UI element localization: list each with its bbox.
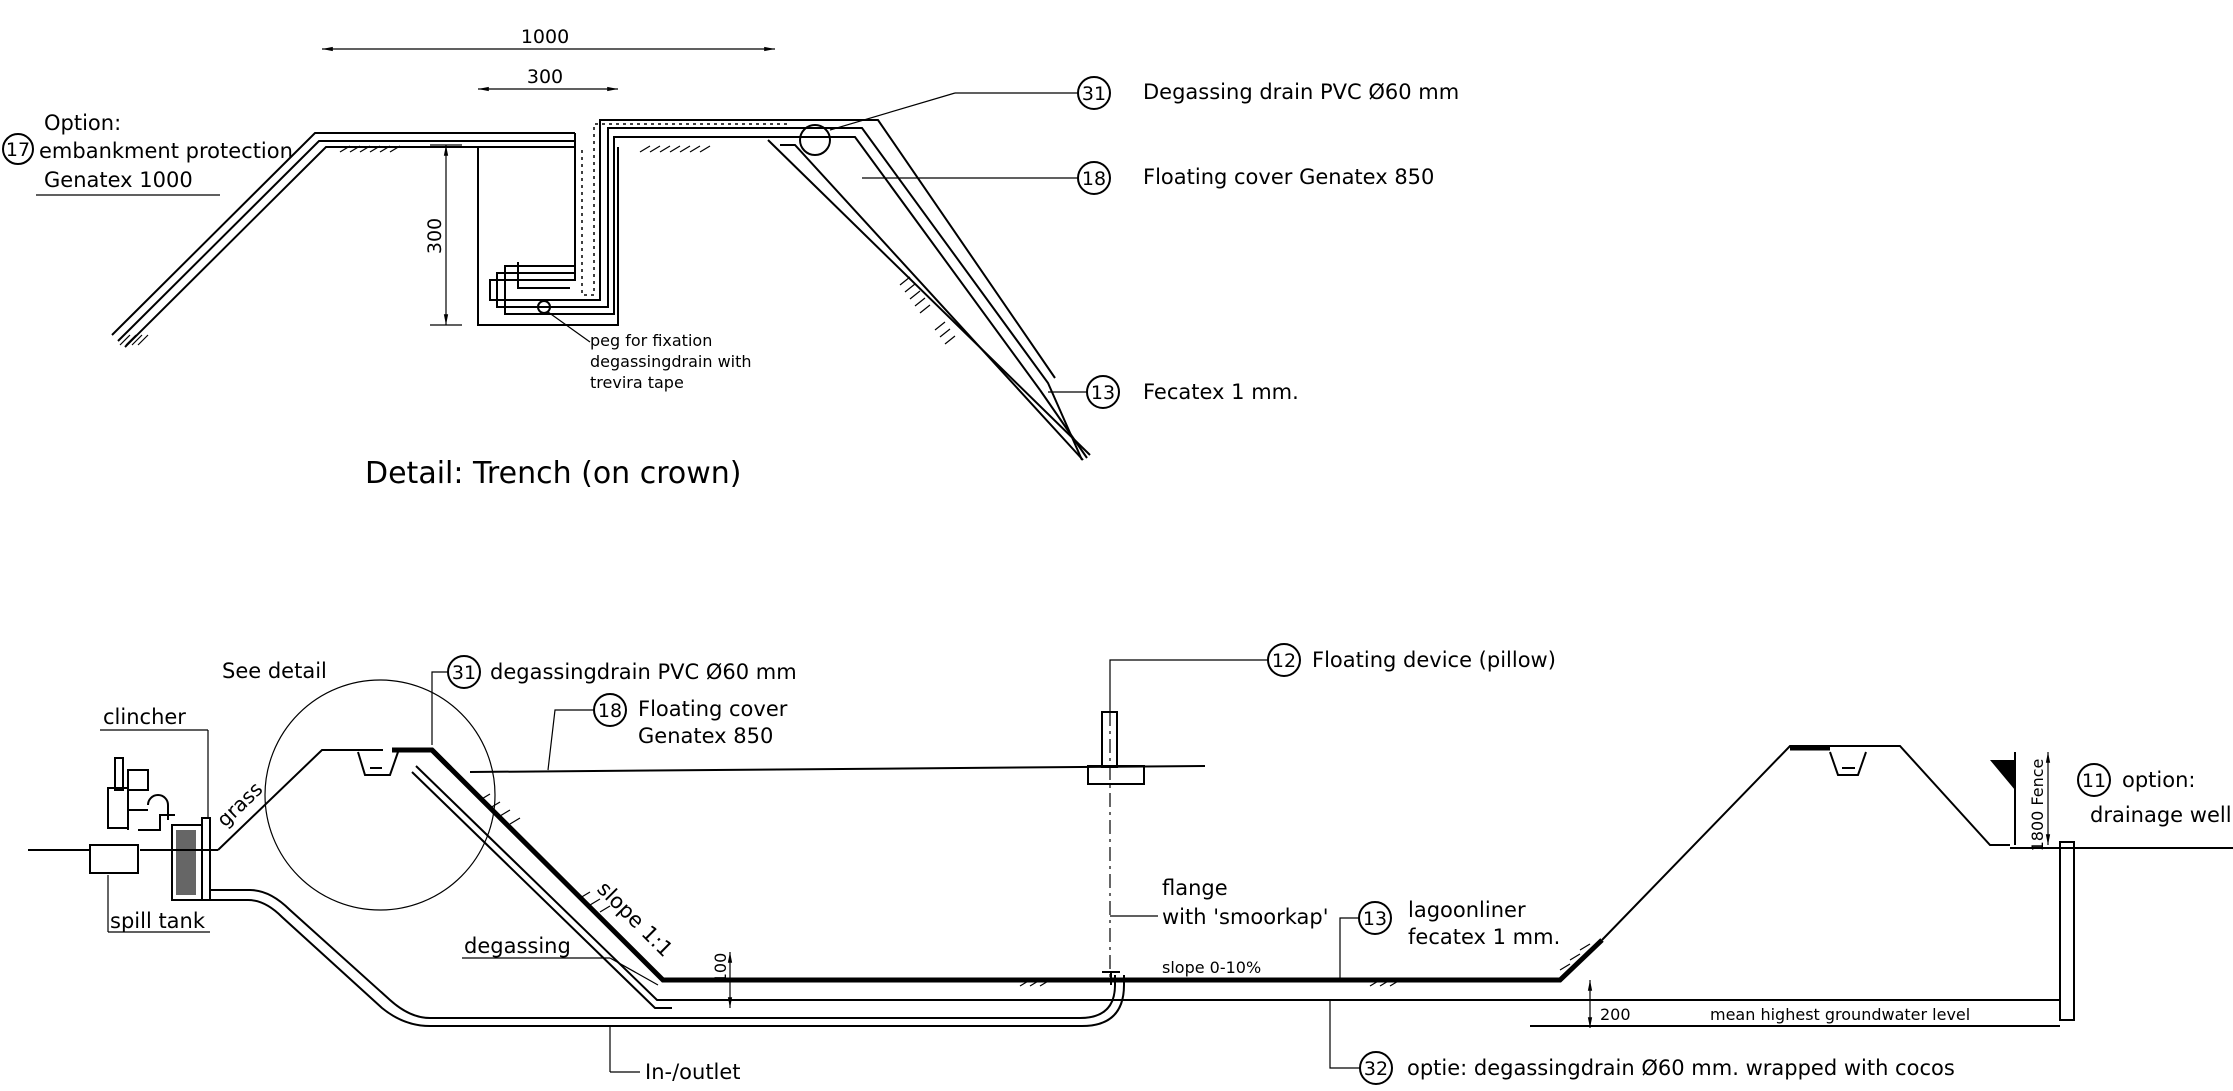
- svg-text:32: 32: [1364, 1058, 1388, 1080]
- svg-text:17: 17: [6, 139, 30, 161]
- spill-tank: [89, 757, 203, 901]
- floating-cover-section-label-2: Genatex 850: [638, 724, 773, 748]
- dimension-300-horizontal: 300: [478, 66, 618, 92]
- callout-11: 11 option: drainage well: [2077, 763, 2232, 827]
- option-label: Option:: [44, 111, 121, 135]
- dim-100-label: 100: [711, 953, 730, 984]
- smoorkap-label: with 'smoorkap': [1162, 905, 1329, 929]
- callout-31-section: 31 degassingdrain PVC Ø60 mm: [431, 655, 797, 745]
- svg-text:13: 13: [1091, 382, 1115, 404]
- degassing-drain-label: Degassing drain PVC Ø60 mm: [1143, 80, 1459, 104]
- see-detail-label: See detail: [222, 659, 327, 683]
- floating-cover-line: [469, 765, 1206, 773]
- fence-label: 1800 Fence: [2028, 759, 2047, 852]
- peg-label-line3: trevira tape: [590, 373, 684, 392]
- floating-device-label: Floating device (pillow): [1312, 648, 1556, 672]
- trench-box: [477, 119, 840, 326]
- dimension-300-horizontal-label: 300: [527, 66, 563, 88]
- trench-detail: 1000 300 300: [2, 26, 1459, 491]
- drainage-well: [2048, 841, 2086, 1021]
- callout-12: 12 Floating device (pillow): [1109, 643, 1556, 712]
- callout-32: 32 optie: degassingdrain Ø60 mm. wrapped…: [1329, 1000, 1955, 1085]
- grass-label: grass: [212, 777, 268, 832]
- svg-text:11: 11: [2082, 770, 2106, 792]
- see-detail-circle: [264, 679, 496, 911]
- callout-31-detail: 31 Degassing drain PVC Ø60 mm: [829, 76, 1459, 131]
- degassing-drain-pipe-icon: [799, 124, 831, 156]
- clincher: clincher: [100, 705, 211, 901]
- callout-13-detail: 13 Fecatex 1 mm.: [1048, 375, 1299, 409]
- drainage-well-label: drainage well: [2090, 803, 2232, 827]
- groundwater-label: mean highest groundwater level: [1710, 1005, 1970, 1024]
- fence-hatch: [1990, 760, 2015, 790]
- in-outlet-label: In-/outlet: [645, 1060, 741, 1084]
- callout-17: 17: [2, 133, 34, 165]
- dimension-1000-label: 1000: [521, 26, 569, 48]
- detail-title: Detail: Trench (on crown): [365, 456, 742, 491]
- slope-bottom-label: slope 0-10%: [1162, 958, 1261, 977]
- svg-text:31: 31: [452, 662, 476, 684]
- peg-label-line2: degassingdrain with: [590, 352, 752, 371]
- callout-18-section: 18 Floating cover Genatex 850: [547, 693, 788, 771]
- degassingdrain-label: degassingdrain PVC Ø60 mm: [490, 660, 797, 684]
- dimension-300-vertical: 300: [424, 144, 462, 326]
- flange: [1102, 971, 1120, 985]
- peg-label-line1: peg for fixation: [590, 331, 712, 350]
- clincher-label: clincher: [103, 705, 186, 729]
- genatex-1000-label: Genatex 1000: [44, 168, 193, 192]
- optie-degassingdrain-label: optie: degassingdrain Ø60 mm. wrapped wi…: [1407, 1056, 1955, 1080]
- callout-18-detail: 18 Floating cover Genatex 850: [862, 161, 1434, 195]
- svg-text:18: 18: [1082, 168, 1106, 190]
- flange-label: flange: [1162, 876, 1228, 900]
- floating-cover-label: Floating cover Genatex 850: [1143, 165, 1434, 189]
- embankment-right-layers: [767, 119, 1091, 461]
- dim-200-label: 200: [1600, 1005, 1631, 1024]
- dimension-1000: 1000: [322, 26, 775, 52]
- svg-text:12: 12: [1272, 650, 1296, 672]
- fecatex-label: Fecatex 1 mm.: [1143, 380, 1299, 404]
- svg-text:18: 18: [598, 700, 622, 722]
- embankment-protection-label: embankment protection: [39, 139, 293, 163]
- section-hatch: [479, 793, 1591, 987]
- svg-text:31: 31: [1082, 83, 1106, 105]
- floating-device: [1087, 711, 1145, 980]
- degassing-label: degassing: [464, 934, 571, 958]
- floating-cover-section-label-1: Floating cover: [638, 697, 788, 721]
- spill-tank-label: spill tank: [110, 909, 206, 933]
- dimension-300-vertical-label: 300: [424, 218, 446, 254]
- lagoon-section: clincher spill tank grass See detail slo…: [28, 643, 2233, 1085]
- embankment-left-layers: [111, 132, 575, 348]
- peg-icon: [537, 300, 551, 314]
- fecatex-section-label: fecatex 1 mm.: [1408, 925, 1560, 949]
- lagoonliner-label: lagoonliner: [1408, 898, 1526, 922]
- callout-13-section: 13 lagoonliner fecatex 1 mm.: [1339, 898, 1560, 980]
- svg-text:13: 13: [1363, 908, 1387, 930]
- ground-hatch: [119, 145, 956, 346]
- option-11-label: option:: [2122, 768, 2195, 792]
- inlet-outlet-pipe: In-/outlet: [210, 889, 1125, 1084]
